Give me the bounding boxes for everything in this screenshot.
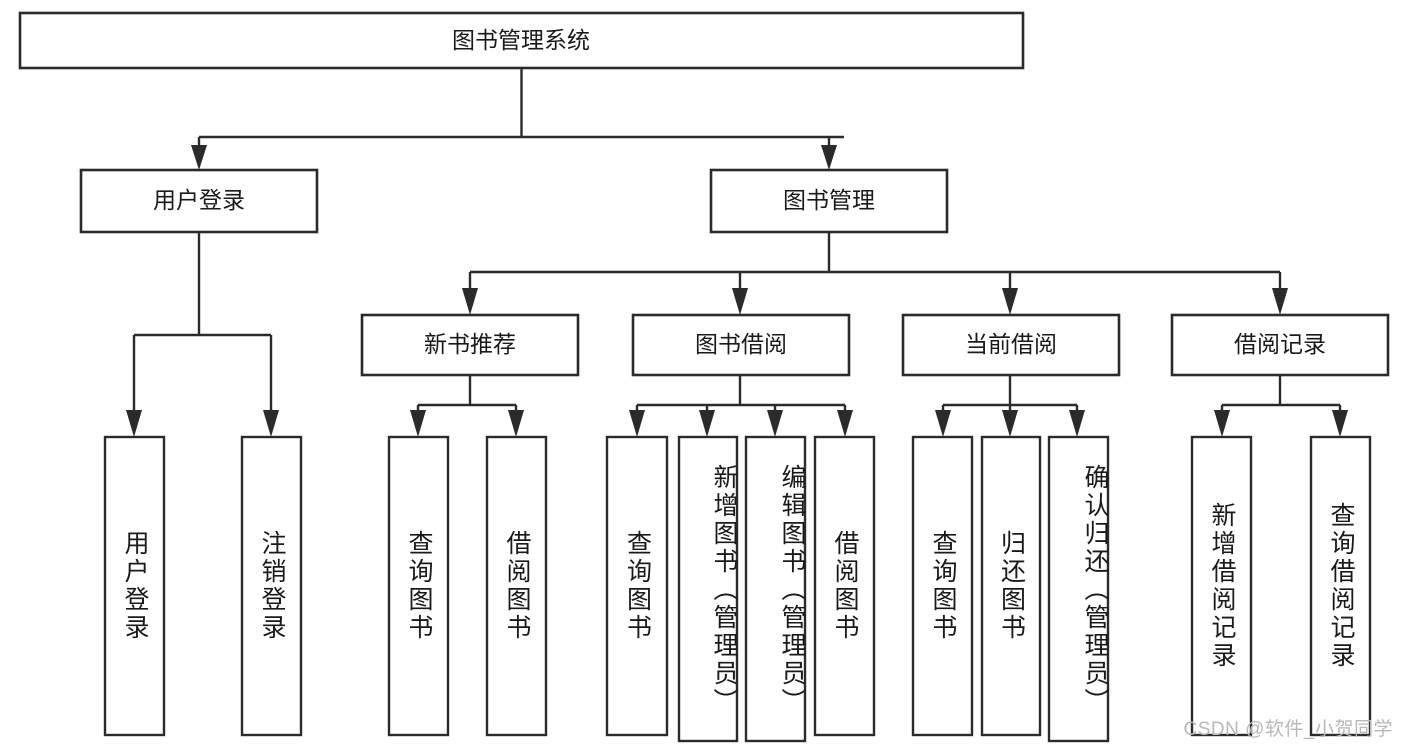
node-current-borrow-box[interactable] — [901, 313, 1121, 377]
leaf-box-add-book-admin[interactable] — [677, 435, 739, 743]
node-book-mgmt-box[interactable] — [709, 168, 949, 234]
node-root-box[interactable] — [18, 11, 1025, 70]
connector-current-to-leaves — [935, 375, 1085, 437]
leaf-box-edit-book-admin[interactable] — [744, 435, 807, 743]
connector-userlogin-to-leaves — [126, 232, 279, 437]
leaf-box-borrow-book-1[interactable] — [485, 435, 548, 737]
node-book-borrow-label: 图书借阅 — [695, 331, 787, 357]
node-book-borrow-box[interactable] — [631, 313, 851, 377]
leaf-box-add-record[interactable] — [1190, 435, 1253, 737]
csdn-watermark: CSDN @软件_小贺同学 — [1183, 719, 1393, 740]
node-user-login-label: 用户登录 — [153, 187, 245, 213]
node-new-book-box[interactable] — [360, 313, 580, 377]
node-new-book-label: 新书推荐 — [424, 331, 516, 357]
leaf-box-borrow-book-2[interactable] — [813, 435, 876, 737]
connector-borrow-to-leaves — [629, 375, 853, 437]
leaf-box-return-book[interactable] — [980, 435, 1042, 737]
leaf-box-query-book-2[interactable] — [605, 435, 669, 737]
leaf-box-query-book-3[interactable] — [911, 435, 974, 737]
node-borrow-record-box[interactable] — [1170, 313, 1390, 377]
leaf-box-confirm-return-admin[interactable] — [1047, 435, 1110, 743]
node-book-mgmt-label: 图书管理 — [783, 187, 875, 213]
connector-root-to-level2 — [191, 68, 844, 170]
leaf-box-user-login[interactable] — [103, 435, 166, 737]
node-root-label: 图书管理系统 — [452, 27, 590, 53]
leaf-box-query-book-1[interactable] — [387, 435, 450, 737]
node-user-login-box[interactable] — [79, 168, 319, 234]
node-borrow-record-label: 借阅记录 — [1234, 331, 1326, 357]
connector-newbook-to-leaves — [410, 375, 524, 437]
connector-bookmgmt-to-level3 — [462, 232, 1288, 315]
leaf-box-query-record[interactable] — [1309, 435, 1372, 737]
connector-record-to-leaves — [1214, 375, 1348, 437]
node-current-borrow-label: 当前借阅 — [965, 331, 1057, 357]
leaf-box-logout[interactable] — [240, 435, 303, 737]
